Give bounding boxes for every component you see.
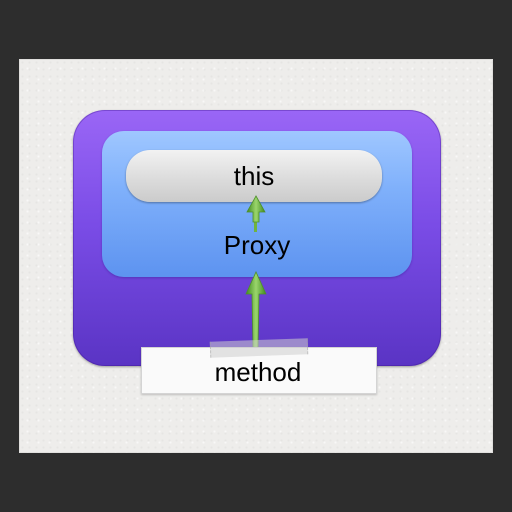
method-node-label: method [214, 357, 302, 387]
this-node-box [126, 150, 382, 202]
proxy-node-label: Proxy [223, 230, 291, 260]
tape-strip [209, 338, 309, 358]
this-node-label: this [233, 161, 275, 191]
